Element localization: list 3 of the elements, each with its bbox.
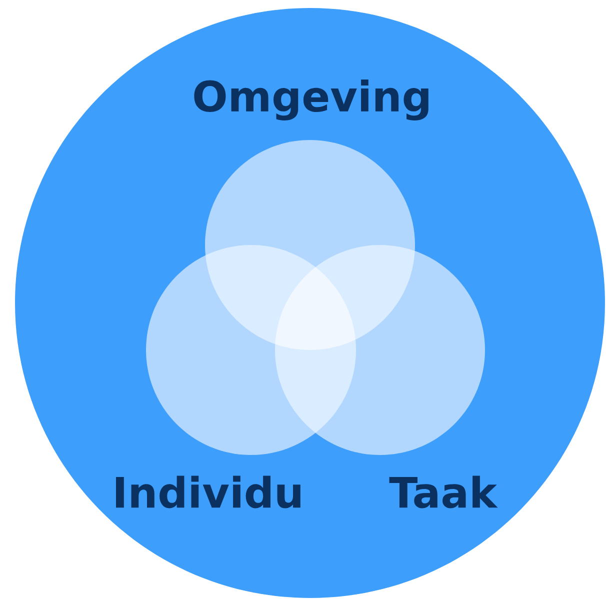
circle-label: Taak <box>389 476 498 508</box>
circle-label: Omgeving <box>194 80 428 120</box>
circle-label: Individu <box>116 476 300 508</box>
